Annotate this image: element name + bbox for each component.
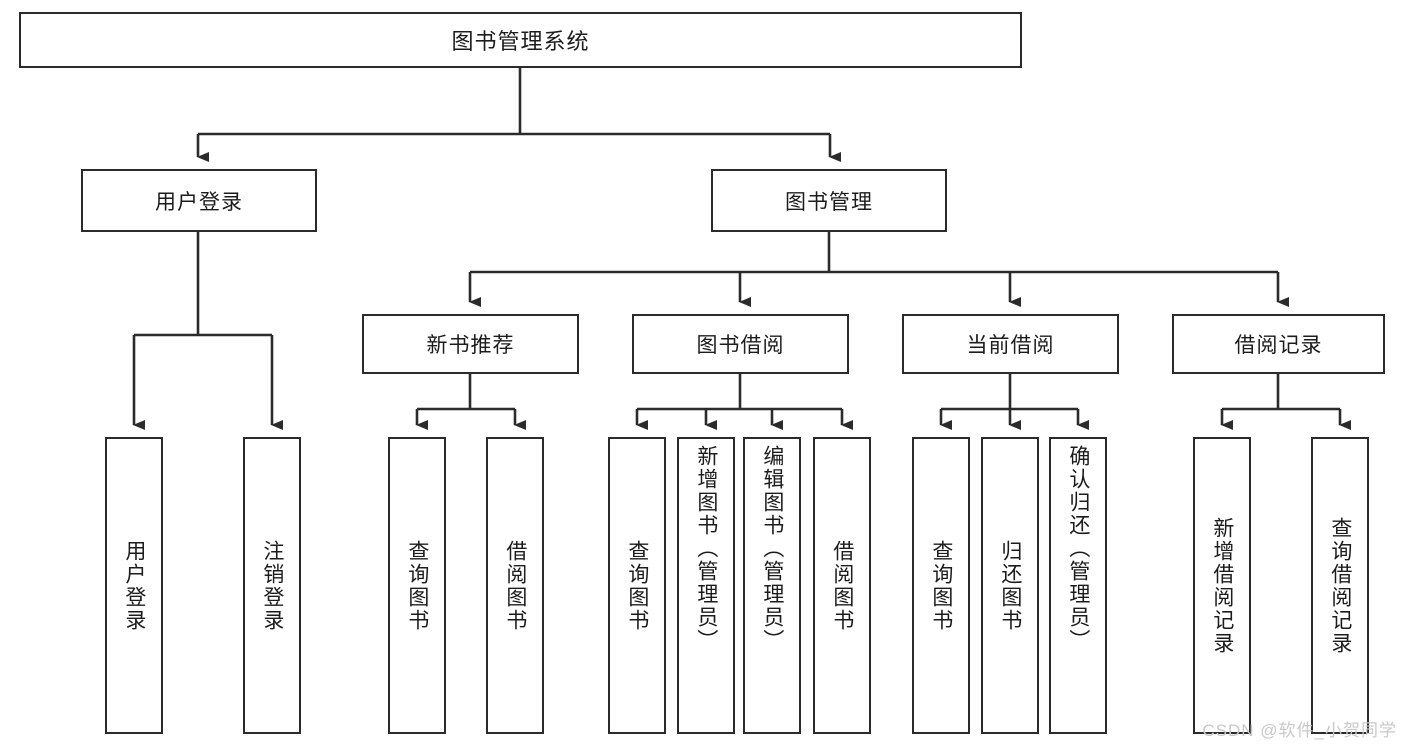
node-root-system[interactable]: 图书管理系统 (19, 12, 1022, 68)
node-label: 新书推荐 (426, 334, 515, 357)
leaf-query-book-borrow[interactable]: 查询图书 (608, 437, 666, 734)
node-label: 用户登录 (155, 190, 243, 214)
leaf-query-book-recommend[interactable]: 查询图书 (388, 437, 446, 734)
leaf-label: 归还图书 (998, 539, 1022, 632)
node-label: 图书管理 (785, 190, 873, 214)
node-label: 当前借阅 (966, 334, 1055, 357)
leaf-borrow-book-recommend[interactable]: 借阅图书 (486, 437, 544, 734)
leaf-label: 新增图书（管理员） (694, 445, 718, 652)
node-label: 图书借阅 (696, 334, 785, 357)
leaf-label: 查询借阅记录 (1328, 516, 1352, 655)
leaf-edit-book-admin[interactable]: 编辑图书（管理员） (743, 437, 801, 734)
leaf-return-book[interactable]: 归还图书 (981, 437, 1039, 734)
leaf-add-book-admin[interactable]: 新增图书（管理员） (677, 437, 735, 734)
leaf-label: 编辑图书（管理员） (760, 445, 784, 652)
leaf-confirm-return-admin[interactable]: 确认归还（管理员） (1049, 437, 1107, 734)
leaf-label: 查询图书 (405, 539, 429, 632)
leaf-query-book-current[interactable]: 查询图书 (912, 437, 970, 734)
node-book-management[interactable]: 图书管理 (711, 169, 947, 232)
leaf-label: 注销登录 (260, 539, 284, 632)
leaf-label: 确认归还（管理员） (1066, 445, 1090, 652)
leaf-label: 用户登录 (122, 539, 146, 632)
node-label: 图书管理系统 (451, 29, 590, 54)
node-new-book-recommend[interactable]: 新书推荐 (362, 314, 579, 374)
leaf-label: 借阅图书 (503, 539, 527, 632)
node-label: 借阅记录 (1234, 334, 1323, 357)
leaf-borrow-book[interactable]: 借阅图书 (813, 437, 871, 734)
leaf-label: 查询图书 (625, 539, 649, 632)
node-current-borrow[interactable]: 当前借阅 (902, 314, 1119, 374)
leaf-label: 新增借阅记录 (1210, 516, 1234, 655)
leaf-label: 借阅图书 (830, 539, 854, 632)
node-user-login[interactable]: 用户登录 (81, 169, 317, 232)
leaf-user-login[interactable]: 用户登录 (105, 437, 163, 734)
leaf-label: 查询图书 (929, 539, 953, 632)
leaf-query-borrow-record[interactable]: 查询借阅记录 (1311, 437, 1369, 734)
node-book-borrow[interactable]: 图书借阅 (632, 314, 849, 374)
node-borrow-record[interactable]: 借阅记录 (1172, 314, 1385, 374)
watermark-text: CSDN @软件_小贺同学 (1202, 721, 1397, 740)
leaf-add-borrow-record[interactable]: 新增借阅记录 (1193, 437, 1251, 734)
leaf-user-logout[interactable]: 注销登录 (243, 437, 301, 734)
